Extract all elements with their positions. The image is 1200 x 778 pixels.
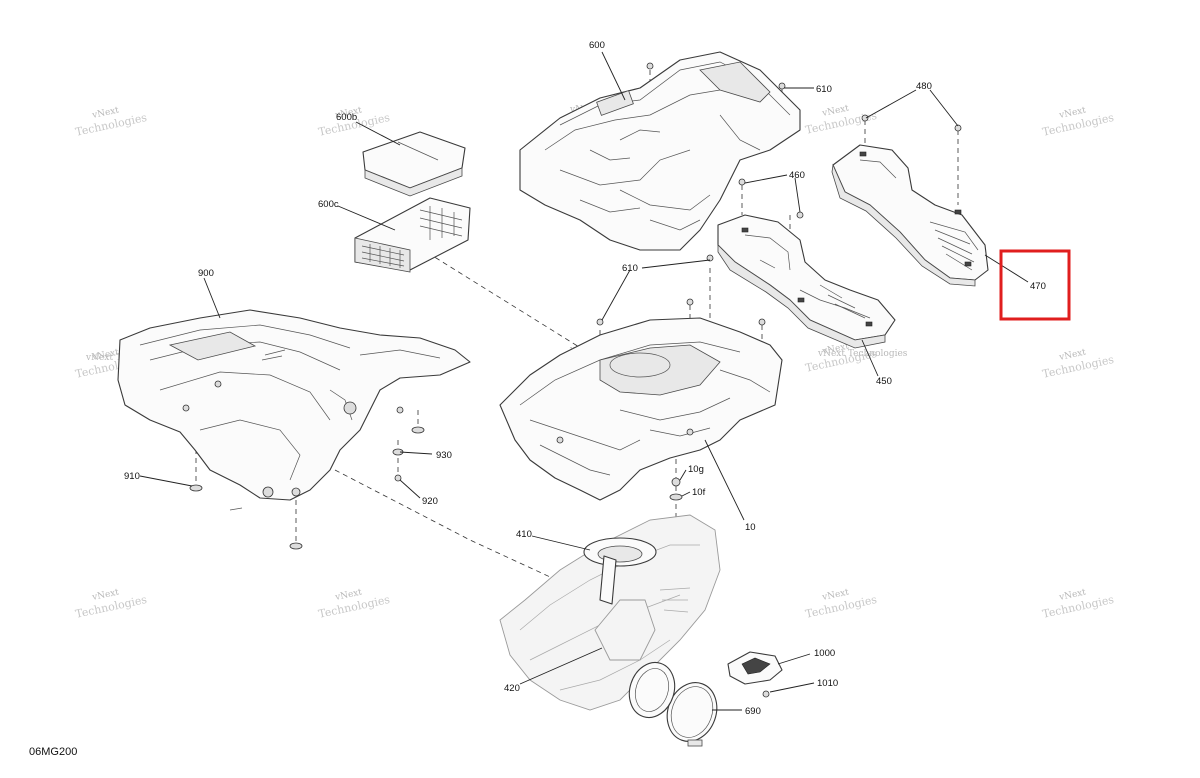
highlight-box-470 bbox=[999, 249, 1071, 321]
fastener bbox=[738, 178, 746, 186]
leader-lines bbox=[139, 51, 1029, 711]
part-410-funnel bbox=[583, 537, 657, 605]
part-470-upper-rack bbox=[831, 144, 989, 287]
callout-420: 420 bbox=[504, 683, 520, 694]
callout-10f: 10f bbox=[692, 487, 706, 498]
watermark: vNext Technologies bbox=[1041, 347, 1115, 380]
fastener bbox=[762, 690, 770, 698]
callout-900: 900 bbox=[198, 268, 214, 279]
pin bbox=[229, 507, 243, 511]
watermark: vNext Technologies bbox=[74, 587, 148, 620]
watermark: vNext Technologies bbox=[317, 587, 391, 620]
watermark: vNext Technologies bbox=[74, 105, 148, 138]
part-600-upper-body bbox=[519, 51, 801, 251]
callout-910: 910 bbox=[124, 471, 140, 482]
callout-1000: 1000 bbox=[814, 648, 835, 659]
grille-cells bbox=[361, 206, 463, 268]
callout-600c: 600c bbox=[318, 199, 339, 210]
fastener bbox=[646, 62, 654, 70]
part-600c-grille bbox=[354, 197, 471, 273]
part-10-main-body bbox=[499, 317, 783, 501]
watermark: vNext Technologies bbox=[1041, 105, 1115, 138]
fasteners bbox=[189, 62, 962, 698]
callout-930: 930 bbox=[436, 450, 452, 461]
fastener bbox=[706, 254, 714, 262]
callout-920: 920 bbox=[422, 496, 438, 507]
watermark: vNext Technologies bbox=[804, 587, 878, 620]
washer bbox=[669, 493, 683, 501]
fastener bbox=[861, 114, 869, 122]
callout-470: 470 bbox=[1030, 281, 1046, 292]
diagram-code: 06MG200 bbox=[29, 746, 78, 758]
washer bbox=[189, 484, 203, 492]
fastener bbox=[671, 477, 681, 487]
callouts: 600 610 480 600b 600c 460 470 610 900 45… bbox=[124, 40, 1046, 717]
callout-450: 450 bbox=[876, 376, 892, 387]
fastener bbox=[394, 474, 402, 482]
fastener bbox=[778, 82, 786, 90]
callout-410: 410 bbox=[516, 529, 532, 540]
callout-600: 600 bbox=[589, 40, 605, 51]
callout-610-top: 610 bbox=[816, 84, 832, 95]
fastener bbox=[758, 318, 766, 326]
part-450-lower-rack bbox=[717, 214, 896, 349]
washer bbox=[289, 542, 303, 550]
callout-610-middle: 610 bbox=[622, 263, 638, 274]
part-420-ring bbox=[628, 661, 676, 719]
fastener bbox=[686, 298, 694, 306]
washer bbox=[411, 426, 425, 434]
callout-600b: 600b bbox=[336, 112, 357, 123]
callout-1010: 1010 bbox=[817, 678, 838, 689]
callout-480: 480 bbox=[916, 81, 932, 92]
part-600b-lid bbox=[362, 131, 466, 197]
callout-690: 690 bbox=[745, 706, 761, 717]
fastener bbox=[596, 318, 604, 326]
watermark: vNext Technologies bbox=[817, 349, 908, 359]
callout-460: 460 bbox=[789, 170, 805, 181]
callout-10g: 10g bbox=[688, 464, 704, 475]
watermark: vNext Technologies bbox=[1041, 587, 1115, 620]
part-1000-cap bbox=[727, 651, 783, 685]
callout-10: 10 bbox=[745, 522, 756, 533]
fastener bbox=[796, 211, 804, 219]
fastener bbox=[954, 124, 962, 132]
part-900-lower-shield bbox=[117, 309, 471, 501]
